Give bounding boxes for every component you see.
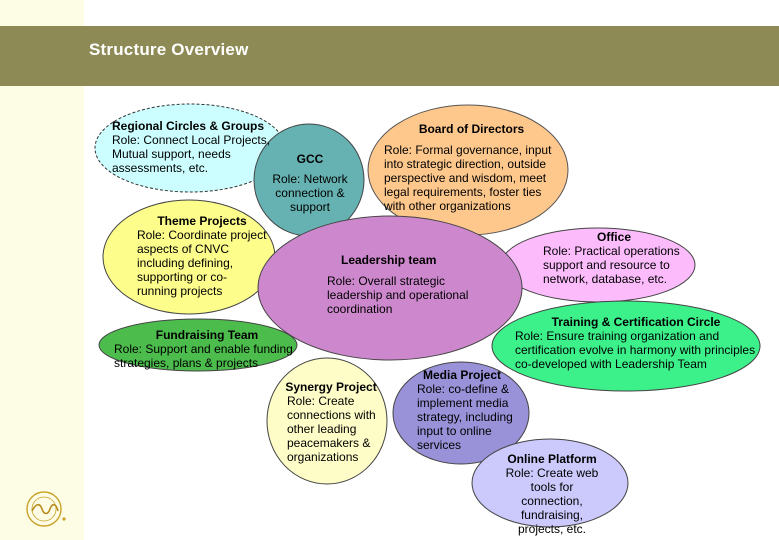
node-gcc-title: GCC	[296, 152, 324, 166]
node-office-role: Role: Practical operations support and r…	[543, 244, 680, 286]
node-board-title: Board of Directors	[418, 122, 525, 136]
page-title: Structure Overview	[89, 40, 249, 59]
node-gcc-role: Role: Network connection & support	[272, 172, 348, 214]
left-margin-strip	[0, 0, 84, 540]
node-regional-role: Role: Connect Local Projects, Mutual sup…	[112, 133, 271, 175]
node-theme-role: Role: Coordinate project aspects of CNVC…	[137, 228, 267, 298]
node-regional-title: Regional Circles & Groups	[112, 119, 265, 133]
node-theme-title: Theme Projects	[157, 214, 247, 228]
node-board: Board of Directors Role: Formal governan…	[384, 122, 559, 213]
node-gcc: GCC Role: Network connection & support	[268, 152, 352, 214]
node-board-role: Role: Formal governance, input into stra…	[384, 143, 552, 213]
node-online: Online Platform Role: Create web tools f…	[500, 452, 604, 536]
node-training-role: Role: Ensure training organization and c…	[515, 329, 756, 371]
node-theme: Theme Projects Role: Coordinate project …	[137, 214, 267, 298]
node-online-title: Online Platform	[507, 452, 597, 466]
node-office-title: Office	[596, 230, 631, 244]
node-media-title: Media Project	[423, 368, 502, 382]
node-training-shape	[491, 300, 761, 392]
title-bar	[0, 26, 779, 86]
node-regional: Regional Circles & Groups Role: Connect …	[112, 119, 292, 175]
node-synergy-role: Role: Create connections with other lead…	[287, 394, 376, 464]
node-office: Office Role: Practical operations suppor…	[543, 230, 685, 286]
node-synergy-title: Synergy Project	[285, 380, 377, 394]
node-synergy: Synergy Project Role: Create connections…	[281, 380, 381, 464]
node-leadership-shape	[257, 215, 523, 361]
node-leadership-role: Role: Overall strategic leadership and o…	[327, 274, 469, 316]
node-leadership-title: Leadership team	[341, 253, 437, 267]
node-leadership: Leadership team Role: Overall strategic …	[327, 253, 477, 316]
node-media-shape	[392, 361, 530, 465]
cnvc-logo-icon	[26, 491, 66, 527]
node-media-role: Role: co-define & implement media strate…	[417, 382, 513, 452]
node-online-role: Role: Create web tools for connection, f…	[505, 466, 599, 536]
node-media: Media Project Role: co-define & implemen…	[417, 368, 517, 452]
node-training: Training & Certification Circle Role: En…	[515, 315, 757, 371]
node-training-title: Training & Certification Circle	[551, 315, 721, 329]
node-fundraising: Fundraising Team Role: Support and enabl…	[114, 328, 300, 370]
node-fundraising-role: Role: Support and enable funding strateg…	[114, 342, 293, 370]
node-synergy-shape	[266, 357, 388, 485]
node-fundraising-shape	[98, 318, 298, 372]
node-fundraising-title: Fundraising Team	[155, 328, 259, 342]
node-online-shape	[471, 438, 629, 528]
